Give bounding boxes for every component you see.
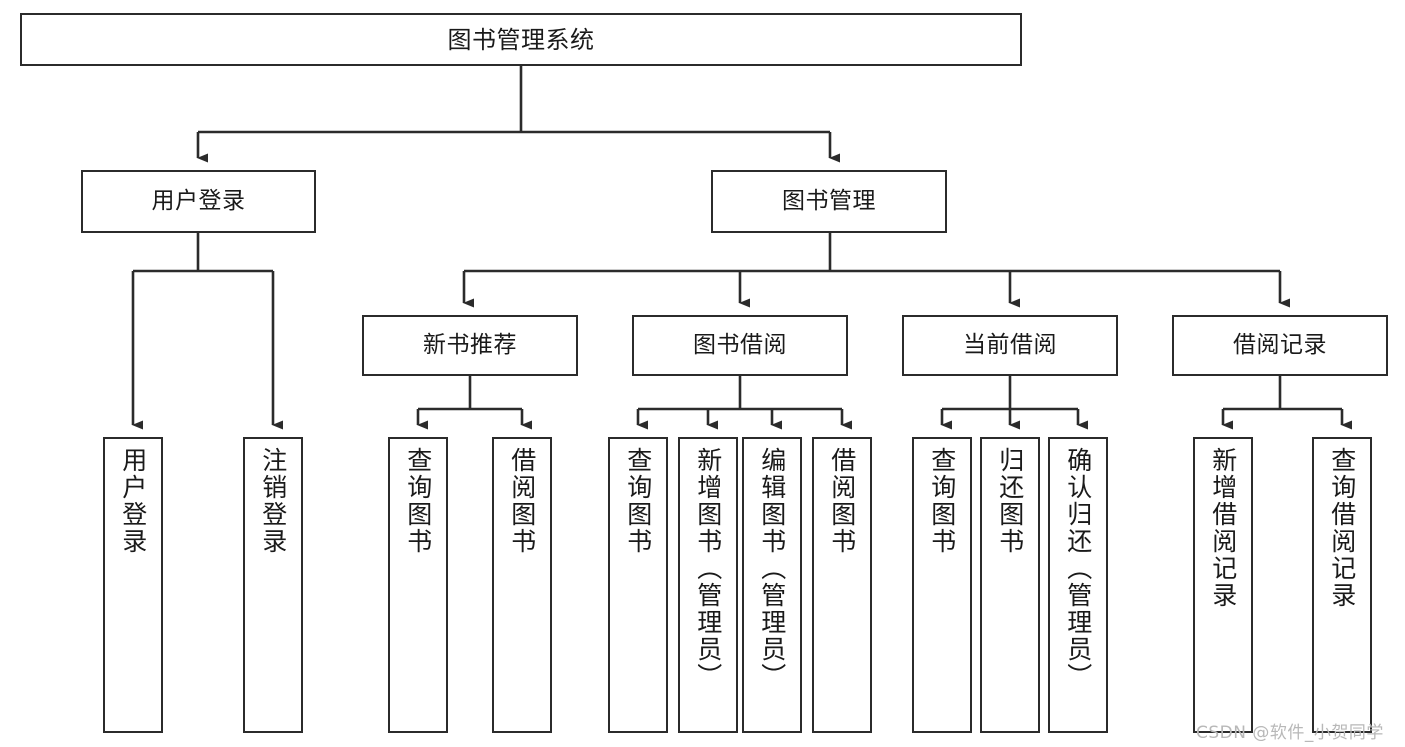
node-root-book-management-system[interactable]: 图书管理系统 [20, 13, 1022, 66]
leaf-user-login-signout[interactable]: 注销登录 [243, 437, 303, 733]
node-label: 借阅记录 [1233, 332, 1327, 358]
leaf-current-return-books[interactable]: 归还图书 [980, 437, 1040, 733]
leaf-borrow-edit-book-admin[interactable]: 编辑图书（管理员） [742, 437, 802, 733]
node-new-book-recommendation[interactable]: 新书推荐 [362, 315, 578, 376]
node-label: 确认归还（管理员） [1063, 447, 1093, 690]
node-label: 借阅图书 [827, 447, 857, 555]
node-label: 当前借阅 [963, 332, 1057, 358]
node-book-borrowing[interactable]: 图书借阅 [632, 315, 848, 376]
node-label: 查询借阅记录 [1327, 447, 1357, 609]
node-label: 查询图书 [403, 447, 433, 555]
node-label: 图书借阅 [693, 332, 787, 358]
leaf-records-add-record[interactable]: 新增借阅记录 [1193, 437, 1253, 733]
leaf-borrow-borrow-books[interactable]: 借阅图书 [812, 437, 872, 733]
leaf-current-query-books[interactable]: 查询图书 [912, 437, 972, 733]
leaf-records-query-record[interactable]: 查询借阅记录 [1312, 437, 1372, 733]
node-label: 新书推荐 [423, 332, 517, 358]
leaf-new-book-query-books[interactable]: 查询图书 [388, 437, 448, 733]
node-label: 借阅图书 [507, 447, 537, 555]
node-label: 注销登录 [258, 447, 288, 555]
node-label: 图书管理系统 [447, 25, 595, 54]
node-label: 用户登录 [118, 447, 148, 555]
leaf-current-confirm-return-admin[interactable]: 确认归还（管理员） [1048, 437, 1108, 733]
leaf-borrow-add-book-admin[interactable]: 新增图书（管理员） [678, 437, 738, 733]
node-label: 图书管理 [782, 188, 876, 214]
leaf-borrow-query-books[interactable]: 查询图书 [608, 437, 668, 733]
leaf-new-book-borrow-books[interactable]: 借阅图书 [492, 437, 552, 733]
leaf-user-login-signin[interactable]: 用户登录 [103, 437, 163, 733]
node-label: 编辑图书（管理员） [757, 447, 787, 690]
node-label: 用户登录 [151, 188, 246, 214]
node-current-borrowing[interactable]: 当前借阅 [902, 315, 1118, 376]
csdn-watermark: CSDN @软件_小贺同学 [1196, 723, 1384, 743]
node-label: 查询图书 [623, 447, 653, 555]
node-book-management[interactable]: 图书管理 [711, 170, 947, 233]
node-label: 新增借阅记录 [1208, 447, 1238, 609]
node-label: 归还图书 [995, 447, 1025, 555]
node-label: 新增图书（管理员） [693, 447, 723, 690]
node-user-login[interactable]: 用户登录 [81, 170, 316, 233]
node-borrow-records[interactable]: 借阅记录 [1172, 315, 1388, 376]
node-label: 查询图书 [927, 447, 957, 555]
